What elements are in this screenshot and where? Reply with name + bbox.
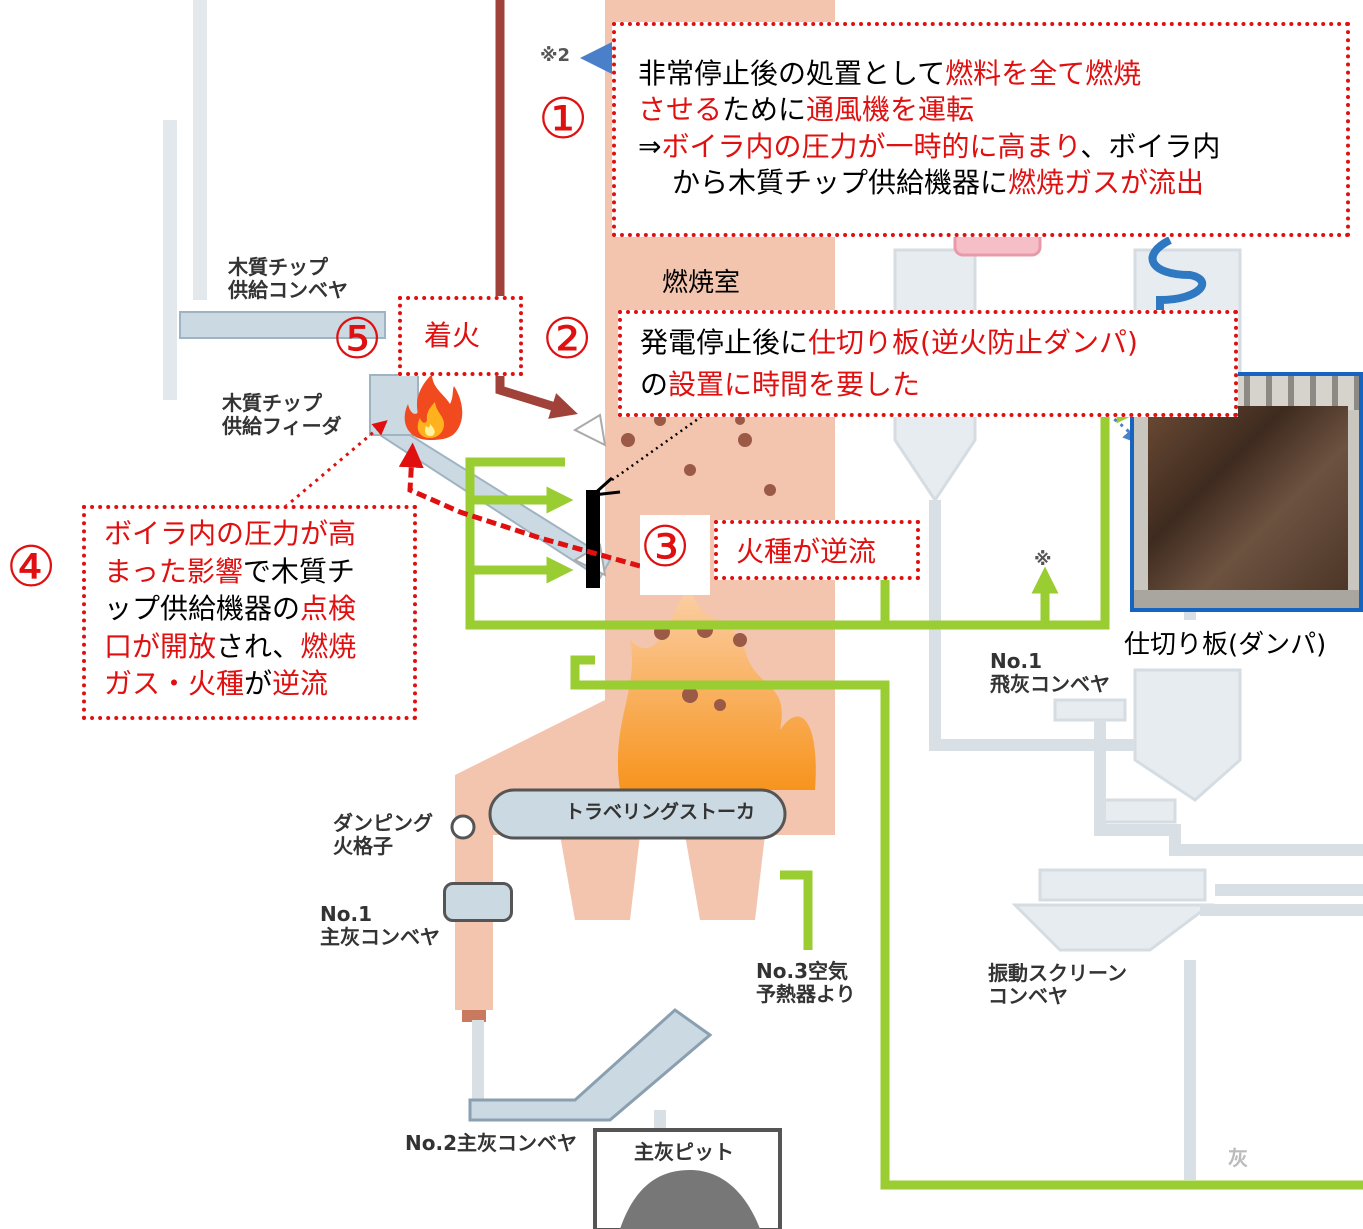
callout-4-line-1: ボイラ内の圧力が高	[104, 517, 357, 550]
callout-4-box: ボイラ内の圧力が高 まった影響で木質チ ップ供給機器の点検 口が開放され、燃焼 …	[82, 505, 417, 720]
backflow-arrow	[398, 442, 641, 569]
callout-4-line-4: 口が開放され、燃焼	[104, 629, 357, 663]
callout-1-line-1: 非常停止後の処置として燃料を全て燃焼	[638, 57, 1142, 90]
label-air-preheater: No.3空気予熱器より	[756, 959, 856, 1006]
ash-conveyor-1-device	[443, 882, 513, 922]
label-main-ash-conveyor-2: No.2主灰コンベヤ	[405, 1131, 577, 1155]
fuel-duct	[495, 0, 578, 419]
embers	[621, 414, 776, 711]
callout-3-box: 火種が逆流	[714, 520, 920, 580]
callout-4-text: ボイラ内の圧力が高 まった影響で木質チ ップ供給機器の点検 口が開放され、燃焼 …	[104, 515, 414, 703]
callout-5-text: 着火	[424, 319, 481, 352]
callout-4-line-5: ガス・火種が逆流	[104, 667, 329, 701]
label-combustion-chamber: 燃焼室	[662, 268, 741, 298]
callout-5-number: ⑤	[332, 307, 383, 372]
callout-2-line-1: 発電停止後に仕切り板(逆火防止ダンパ)	[640, 326, 1138, 359]
fire-icon	[404, 374, 463, 440]
damper-plate	[586, 476, 621, 588]
ash-conveyor-2	[468, 1008, 713, 1122]
callout-4-line-3: ップ供給機器の点検	[104, 592, 357, 626]
damper-caption: 仕切り板(ダンパ)	[1124, 630, 1327, 660]
label-dumping-grate: ダンピング火格子	[333, 811, 433, 858]
label-chip-feeder: 木質チップ供給フィーダ	[222, 391, 342, 438]
callout-2-text: 発電停止後に仕切り板(逆火防止ダンパ) の設置に時間を要した	[640, 322, 1236, 406]
callout-5-box: 着火	[398, 296, 523, 376]
label-note2: ※2	[540, 45, 571, 66]
callout-4-line-2: まった影響で木質チ	[104, 554, 355, 588]
label-note: ※	[1034, 549, 1052, 570]
label-main-ash-pit: 主灰ピット	[634, 1140, 734, 1164]
main-ash-pit	[593, 1128, 782, 1229]
callout-3-number-bg	[640, 515, 710, 595]
leader-c4	[284, 420, 388, 509]
label-vibrating-screen: 振動スクリーンコンベヤ	[988, 961, 1127, 1008]
photo-plate	[1148, 406, 1348, 602]
label-ash-partial: 灰	[1228, 1146, 1248, 1170]
callout-2-number: ②	[542, 307, 593, 372]
blue-coil	[1148, 236, 1207, 310]
callout-1-number: ①	[538, 87, 589, 152]
callout-1-line-3: ⇒ボイラ内の圧力が一時的に高まり、ボイラ内	[638, 129, 1221, 163]
callout-1-line-4: から木質チップ供給機器に燃焼ガスが流出	[672, 166, 1205, 200]
callout-3-number: ③	[640, 515, 691, 580]
photo-floor	[1134, 590, 1359, 608]
callout-1-text: 非常停止後の処置として燃料を全て燃焼 させるために通風機を運転 ⇒ボイラ内の圧力…	[638, 56, 1338, 202]
callout-3-text: 火種が逆流	[736, 535, 877, 568]
background-ducts	[163, 0, 207, 400]
callout-1-box: 非常停止後の処置として燃料を全て燃焼 させるために通風機を運転 ⇒ボイラ内の圧力…	[612, 22, 1350, 237]
callout-2-line-2: の設置に時間を要した	[640, 368, 921, 401]
callout-4-number: ④	[6, 535, 57, 600]
label-chip-conveyor: 木質チップ供給コンベヤ	[228, 255, 348, 302]
callout-2-box: 発電停止後に仕切り板(逆火防止ダンパ) の設置に時間を要した	[618, 310, 1238, 417]
callout-1-line-2: させるために通風機を運転	[638, 93, 975, 127]
label-stoker: トラベリングストーカ	[565, 801, 756, 823]
stoker	[450, 788, 787, 840]
